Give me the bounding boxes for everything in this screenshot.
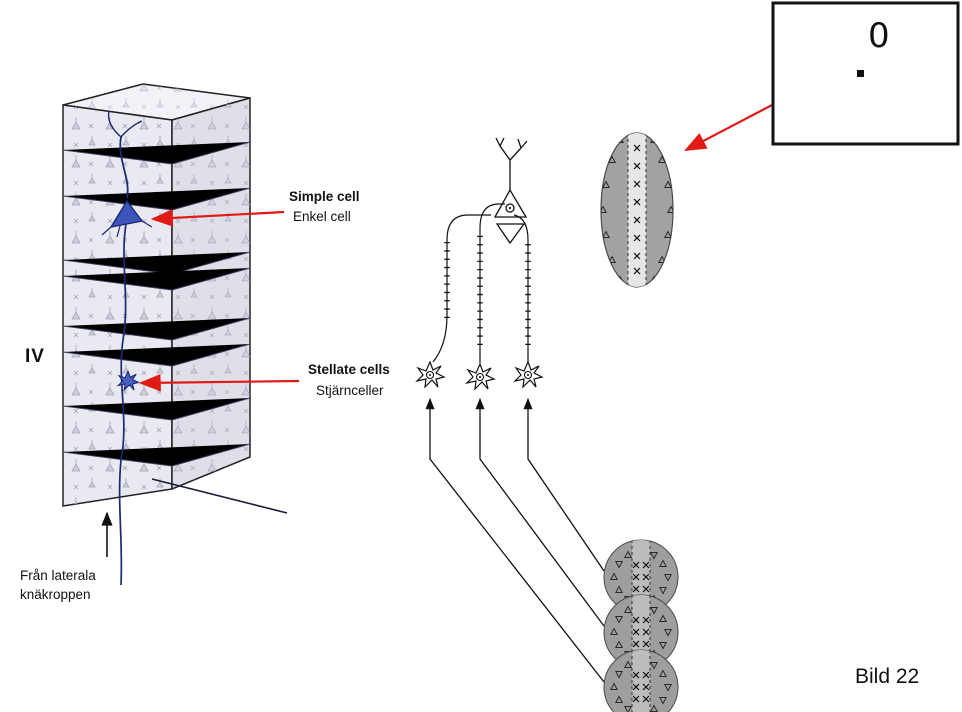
cortex-layer-lines (62, 141, 251, 467)
stellate-axons (432, 203, 529, 363)
simple-cell-receptive-field (600, 132, 674, 288)
stimulus-zero-label: 0 (868, 16, 890, 56)
simple-cell-label-en: Simple cell (289, 189, 360, 204)
layer-iv-label: IV (25, 346, 45, 367)
stellate-cells-label-sv: Stjärnceller (316, 383, 384, 398)
simple-cell-label-sv: Enkel cell (293, 209, 351, 224)
slide-caption: Bild 22 (855, 665, 920, 688)
lgn-to-stellate-afferents (425, 397, 605, 683)
exiting-axon (151, 478, 288, 514)
stellate-cells-label-en: Stellate cells (308, 362, 390, 377)
simple-cell-neuron (101, 110, 153, 586)
simple-cell-pointer-arrow (150, 209, 285, 227)
stimulus-box (771, 1, 960, 146)
stellate-cells-group (416, 361, 543, 390)
simple-cell-axon (118, 223, 127, 586)
circuit-diagram (416, 137, 605, 683)
synaptic-bouton-ticks (444, 232, 531, 345)
lgn-source-label-line2: knäkroppen (20, 587, 91, 602)
lgn-source-label: Från laterala knäkroppen (20, 566, 96, 604)
lgn-rf-bottom (603, 649, 679, 712)
pyramidal-cell (493, 137, 528, 245)
stimulus-dot (857, 70, 864, 77)
lgn-receptive-fields (603, 539, 679, 712)
cortex-column (62, 83, 288, 586)
stellate-pointer-arrow (138, 373, 300, 392)
lgn-source-label-line1: Från laterala (20, 568, 96, 583)
